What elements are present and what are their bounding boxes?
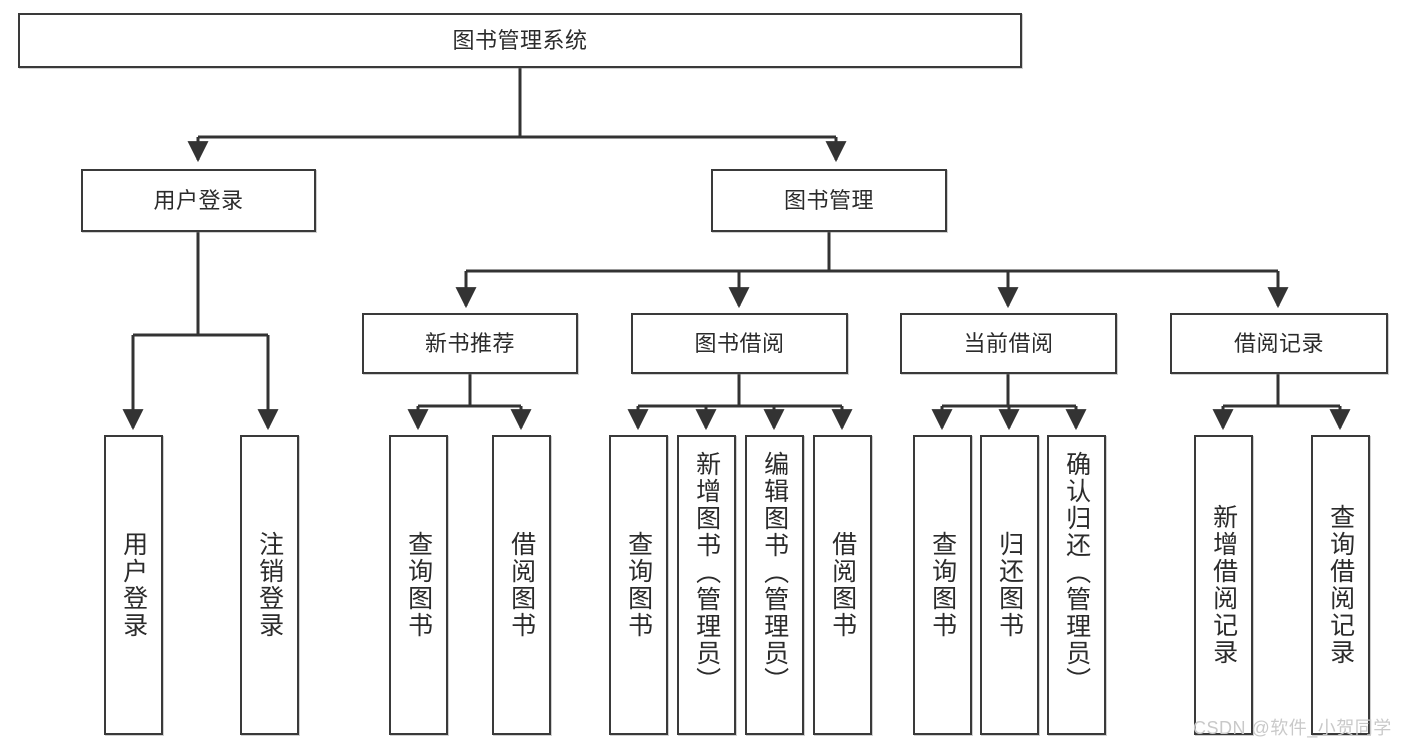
node-label: 借阅记录 bbox=[1233, 330, 1324, 356]
node-label: 确认归还（管理员） bbox=[1062, 451, 1091, 694]
node-label: 编辑图书（管理员） bbox=[760, 451, 789, 694]
leaf-current-confirm-return-admin[interactable]: 确认归还（管理员） bbox=[1047, 435, 1106, 735]
node-label: 查询图书 bbox=[624, 531, 653, 639]
node-label: 归还图书 bbox=[995, 531, 1024, 639]
node-label: 图书管理 bbox=[783, 187, 874, 213]
node-label: 注销登录 bbox=[255, 531, 284, 639]
leaf-record-add-record[interactable]: 新增借阅记录 bbox=[1194, 435, 1253, 735]
leaf-record-query-record[interactable]: 查询借阅记录 bbox=[1311, 435, 1370, 735]
node-label: 新书推荐 bbox=[424, 330, 515, 356]
node-root-system[interactable]: 图书管理系统 bbox=[18, 13, 1022, 68]
node-book-management[interactable]: 图书管理 bbox=[711, 169, 947, 232]
node-label: 用户登录 bbox=[153, 187, 244, 213]
node-current-borrow[interactable]: 当前借阅 bbox=[900, 313, 1117, 374]
node-label: 查询借阅记录 bbox=[1326, 504, 1355, 666]
node-label: 图书借阅 bbox=[694, 330, 785, 356]
node-label: 图书管理系统 bbox=[452, 27, 588, 53]
node-label: 新增图书（管理员） bbox=[692, 451, 721, 694]
leaf-recommend-query-book[interactable]: 查询图书 bbox=[389, 435, 448, 735]
node-label: 借阅图书 bbox=[507, 531, 536, 639]
leaf-current-return-book[interactable]: 归还图书 bbox=[980, 435, 1039, 735]
leaf-recommend-borrow-book[interactable]: 借阅图书 bbox=[492, 435, 551, 735]
leaf-user-login-login[interactable]: 用户登录 bbox=[104, 435, 163, 735]
node-label: 当前借阅 bbox=[963, 330, 1054, 356]
node-label: 查询图书 bbox=[928, 531, 957, 639]
node-label: 借阅图书 bbox=[828, 531, 857, 639]
csdn-watermark: CSDN @软件_小贺同学 bbox=[1193, 718, 1392, 738]
node-label: 查询图书 bbox=[404, 531, 433, 639]
leaf-user-login-logout[interactable]: 注销登录 bbox=[240, 435, 299, 735]
node-user-login[interactable]: 用户登录 bbox=[81, 169, 316, 232]
leaf-borrow-edit-book-admin[interactable]: 编辑图书（管理员） bbox=[745, 435, 804, 735]
leaf-current-query-book[interactable]: 查询图书 bbox=[913, 435, 972, 735]
leaf-borrow-add-book-admin[interactable]: 新增图书（管理员） bbox=[677, 435, 736, 735]
leaf-borrow-query-book[interactable]: 查询图书 bbox=[609, 435, 668, 735]
node-borrow-record[interactable]: 借阅记录 bbox=[1170, 313, 1388, 374]
leaf-borrow-borrow-book[interactable]: 借阅图书 bbox=[813, 435, 872, 735]
node-new-book-recommend[interactable]: 新书推荐 bbox=[362, 313, 578, 374]
node-label: 用户登录 bbox=[119, 531, 148, 639]
node-label: 新增借阅记录 bbox=[1209, 504, 1238, 666]
node-book-borrow[interactable]: 图书借阅 bbox=[631, 313, 848, 374]
